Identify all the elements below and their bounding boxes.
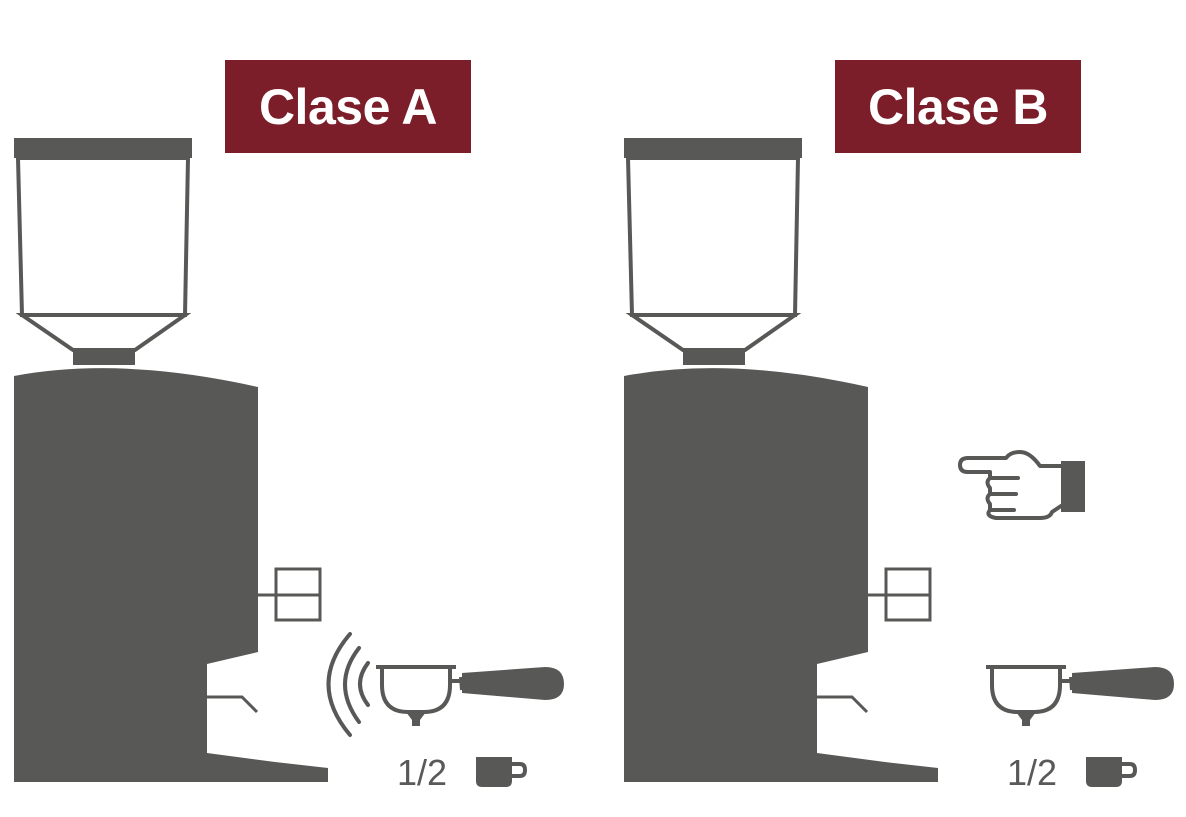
class-b-label: Clase B — [835, 60, 1081, 153]
sensor-waves-icon — [326, 632, 370, 737]
portion-b-text: 1/2 — [1007, 752, 1058, 793]
portafilter-b-icon — [984, 665, 1176, 728]
portion-a-text: 1/2 — [397, 752, 448, 793]
cup-b-icon — [1084, 755, 1137, 789]
grinder-b-illustration — [622, 136, 940, 784]
portafilter-a-icon — [374, 665, 566, 728]
class-a-label: Clase A — [225, 60, 471, 153]
pointing-hand-icon — [958, 450, 1085, 520]
cup-a-icon — [474, 755, 527, 789]
grinder-a-illustration — [12, 136, 330, 784]
